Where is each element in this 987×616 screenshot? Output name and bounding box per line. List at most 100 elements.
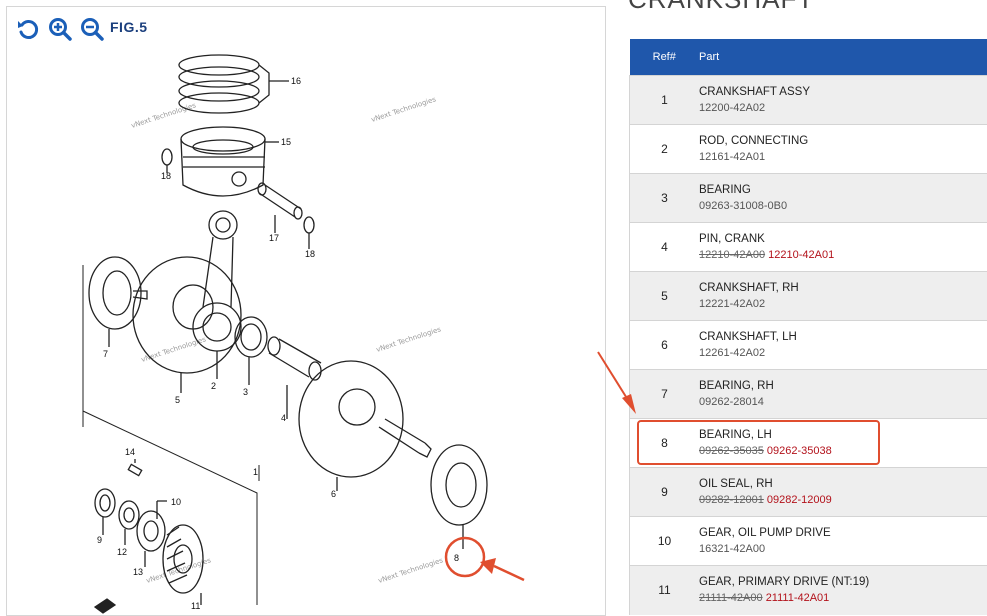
callout-18[interactable]: 18 bbox=[161, 171, 171, 181]
callout-11[interactable]: 11 bbox=[191, 601, 200, 611]
callout-5[interactable]: 5 bbox=[175, 395, 180, 405]
ref-cell: 8 bbox=[630, 419, 700, 468]
part-name[interactable]: BEARING bbox=[699, 182, 987, 198]
callout-2[interactable]: 2 bbox=[211, 381, 216, 391]
crank-pin bbox=[268, 337, 321, 419]
callout-16[interactable]: 16 bbox=[291, 76, 301, 86]
callout-14[interactable]: 14 bbox=[125, 447, 135, 457]
callout-18b[interactable]: 18 bbox=[305, 249, 315, 259]
superseded-part-number: 09282-12001 bbox=[699, 494, 764, 506]
ref-cell: 6 bbox=[630, 321, 700, 370]
part-name[interactable]: OIL SEAL, RH bbox=[699, 476, 987, 492]
part-number[interactable]: 09282-12001 09282-12009 bbox=[699, 492, 987, 508]
current-part-number[interactable]: 12210-42A01 bbox=[768, 249, 834, 261]
callout-6[interactable]: 6 bbox=[331, 489, 336, 499]
part-number[interactable]: 12221-42A02 bbox=[699, 296, 987, 312]
part-name[interactable]: CRANKSHAFT, RH bbox=[699, 280, 987, 296]
ref-cell: 5 bbox=[630, 272, 700, 321]
part-name[interactable]: BEARING, RH bbox=[699, 378, 987, 394]
piston bbox=[181, 127, 279, 196]
superseded-part-number: 21111-42A00 bbox=[699, 592, 763, 604]
watermark: vNext Technologies bbox=[130, 101, 197, 130]
current-part-number[interactable]: 09282-12009 bbox=[767, 494, 832, 506]
callout-3[interactable]: 3 bbox=[243, 387, 248, 397]
spacer bbox=[119, 501, 139, 545]
part-number[interactable]: 12261-42A02 bbox=[699, 345, 987, 361]
watermark: vNext Technologies bbox=[377, 556, 444, 585]
current-part-number[interactable]: 21111-42A01 bbox=[766, 592, 830, 604]
callout-12[interactable]: 12 bbox=[117, 547, 127, 557]
part-number[interactable]: 09262-35035 09262-35038 bbox=[699, 443, 987, 459]
connecting-rod bbox=[193, 211, 241, 379]
watermark: vNext Technologies bbox=[370, 95, 437, 124]
part-cell: GEAR, PRIMARY DRIVE (NT:19)21111-42A00 2… bbox=[699, 566, 987, 615]
part-number[interactable]: 12210-42A00 12210-42A01 bbox=[699, 247, 987, 263]
current-part-number[interactable]: 09262-35038 bbox=[767, 445, 832, 457]
piston-rings bbox=[179, 55, 289, 113]
callout-17[interactable]: 17 bbox=[269, 233, 279, 243]
piston-pin bbox=[258, 183, 302, 233]
ref-cell: 3 bbox=[630, 174, 700, 223]
column-header-ref[interactable]: Ref# bbox=[630, 39, 700, 76]
callout-13[interactable]: 13 bbox=[133, 567, 143, 577]
exploded-parts-diagram[interactable]: vNext Technologies vNext Technologies vN… bbox=[7, 7, 606, 616]
callout-1[interactable]: 1 bbox=[253, 467, 258, 477]
part-number[interactable]: 21111-42A00 21111-42A01 bbox=[699, 590, 987, 606]
part-number[interactable]: 12200-42A02 bbox=[699, 100, 987, 116]
part-number[interactable]: 09262-28014 bbox=[699, 394, 987, 410]
callout-4[interactable]: 4 bbox=[281, 413, 286, 423]
ref-cell: 2 bbox=[630, 125, 700, 174]
ref-cell: 4 bbox=[630, 223, 700, 272]
part-name[interactable]: ROD, CONNECTING bbox=[699, 133, 987, 149]
bearing-lh bbox=[431, 445, 487, 549]
crankshaft-lh bbox=[299, 361, 431, 491]
part-name[interactable]: GEAR, PRIMARY DRIVE (NT:19) bbox=[699, 574, 987, 590]
ref-cell: 1 bbox=[630, 76, 700, 125]
callout-8[interactable]: 8 bbox=[454, 553, 459, 563]
superseded-part-number: 09262-35035 bbox=[699, 445, 764, 457]
oil-seal bbox=[95, 489, 115, 535]
part-number[interactable]: 12161-42A01 bbox=[699, 149, 987, 165]
callout-10[interactable]: 10 bbox=[171, 497, 181, 507]
ref-cell: 9 bbox=[630, 468, 700, 517]
part-number[interactable]: 16321-42A00 bbox=[699, 541, 987, 557]
part-name[interactable]: CRANKSHAFT ASSY bbox=[699, 84, 987, 100]
part-name[interactable]: CRANKSHAFT, LH bbox=[699, 329, 987, 345]
key bbox=[128, 459, 141, 476]
callout-15[interactable]: 15 bbox=[281, 137, 291, 147]
crankshaft-rh bbox=[133, 257, 241, 393]
ref-cell: 10 bbox=[630, 517, 700, 566]
page-title: CRANKSHAFT bbox=[628, 0, 814, 15]
part-name[interactable]: GEAR, OIL PUMP DRIVE bbox=[699, 525, 987, 541]
part-name[interactable]: BEARING, LH bbox=[699, 427, 987, 443]
callout-7[interactable]: 7 bbox=[103, 349, 108, 359]
primary-drive-gear bbox=[157, 501, 203, 605]
part-name[interactable]: PIN, CRANK bbox=[699, 231, 987, 247]
clip-ring bbox=[162, 149, 172, 165]
callout-9[interactable]: 9 bbox=[97, 535, 102, 545]
watermark: vNext Technologies bbox=[375, 325, 442, 354]
clip-ring bbox=[304, 217, 314, 233]
column-header-part[interactable]: Part bbox=[699, 39, 987, 76]
part-number[interactable]: 09263-31008-0B0 bbox=[699, 198, 987, 214]
